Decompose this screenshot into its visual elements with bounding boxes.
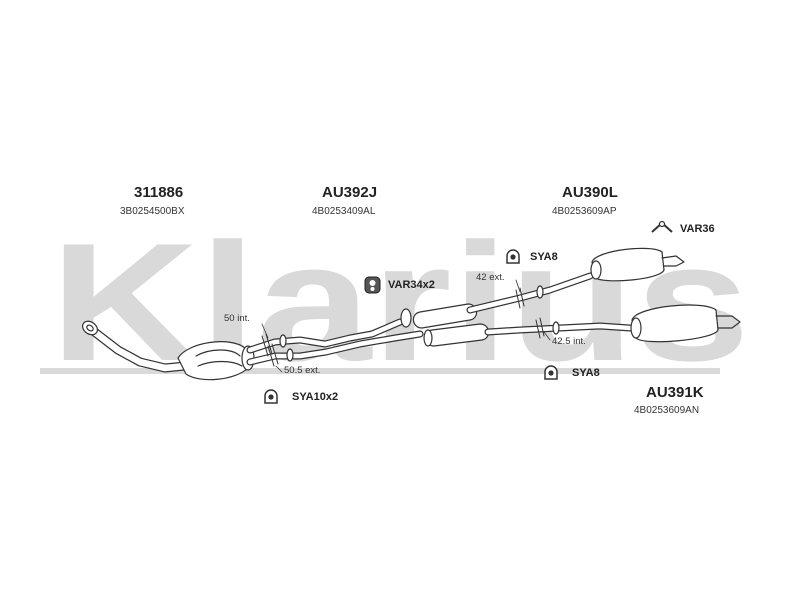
joint-note-42-ext: 42 ext. [476, 272, 505, 283]
joint-note-50-int: 50 int. [224, 313, 250, 324]
y-pipe-section [246, 318, 424, 366]
accessory-sya8-upper: SYA8 [530, 251, 558, 263]
part-number-rear-lower: AU391K [646, 384, 704, 401]
centre-silencer-upper [400, 303, 478, 329]
clamp-icon [544, 365, 558, 380]
mid-pipe-upper [466, 272, 594, 314]
accessory-var34x2: VAR34x2 [388, 279, 435, 291]
rear-silencer-upper [590, 247, 685, 282]
clamp-icon [264, 389, 278, 404]
centre-silencer-lower [423, 323, 490, 347]
oem-number-middle: 4B0253409AL [312, 206, 376, 217]
part-number-front: 311886 [134, 184, 184, 201]
oem-number-rear-upper: 4B0253609AP [552, 206, 617, 217]
front-downpipe [81, 320, 190, 373]
accessory-sya8-lower: SYA8 [572, 367, 600, 379]
joint-note-50-5-ext: 50.5 ext. [284, 365, 321, 376]
leader-lines [261, 279, 551, 373]
mid-pipe-lower [484, 321, 634, 336]
oem-number-rear-lower: 4B0253609AN [634, 405, 700, 416]
clamp-icon [506, 249, 520, 264]
part-number-rear-upper: AU390L [562, 184, 618, 201]
oem-number-front: 3B0254500BX [120, 206, 185, 217]
accessory-var36: VAR36 [680, 223, 715, 235]
rear-silencer-lower [630, 304, 741, 343]
joint-note-42-5-int: 42.5 int. [552, 336, 586, 347]
joint-marks [261, 287, 545, 367]
part-number-middle: AU392J [322, 184, 378, 201]
rubber-mount-icon [364, 276, 381, 294]
hanger-icon [651, 220, 673, 233]
watermark-underline [40, 368, 720, 374]
accessory-sya10x2: SYA10x2 [292, 391, 339, 403]
